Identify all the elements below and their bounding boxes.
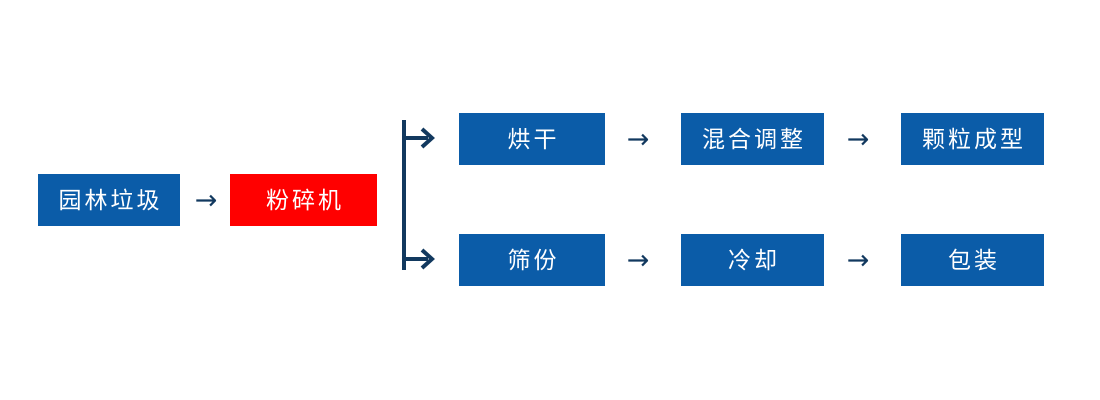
node-screening[interactable]: 筛份 (459, 234, 605, 286)
node-garden-waste[interactable]: 园林垃圾 (38, 174, 180, 226)
branch-connector (398, 112, 444, 278)
node-crusher[interactable]: 粉碎机 (230, 174, 377, 226)
node-drying[interactable]: 烘干 (459, 113, 605, 165)
arrow-waste-to-crusher: → (194, 184, 218, 216)
arrow-cooling-to-packaging: → (846, 244, 870, 276)
arrow-mixing-to-granulating: → (846, 123, 870, 155)
arrow-drying-to-mixing: → (626, 123, 650, 155)
node-packaging[interactable]: 包装 (901, 234, 1044, 286)
node-cooling[interactable]: 冷却 (681, 234, 824, 286)
arrow-screening-to-cooling: → (626, 244, 650, 276)
branch-lower-arrowhead (420, 248, 435, 270)
node-mixing-adjustment[interactable]: 混合调整 (681, 113, 824, 165)
branch-connector-svg (402, 120, 435, 270)
branch-upper-arrowhead (420, 127, 435, 149)
node-granulating[interactable]: 颗粒成型 (901, 113, 1044, 165)
